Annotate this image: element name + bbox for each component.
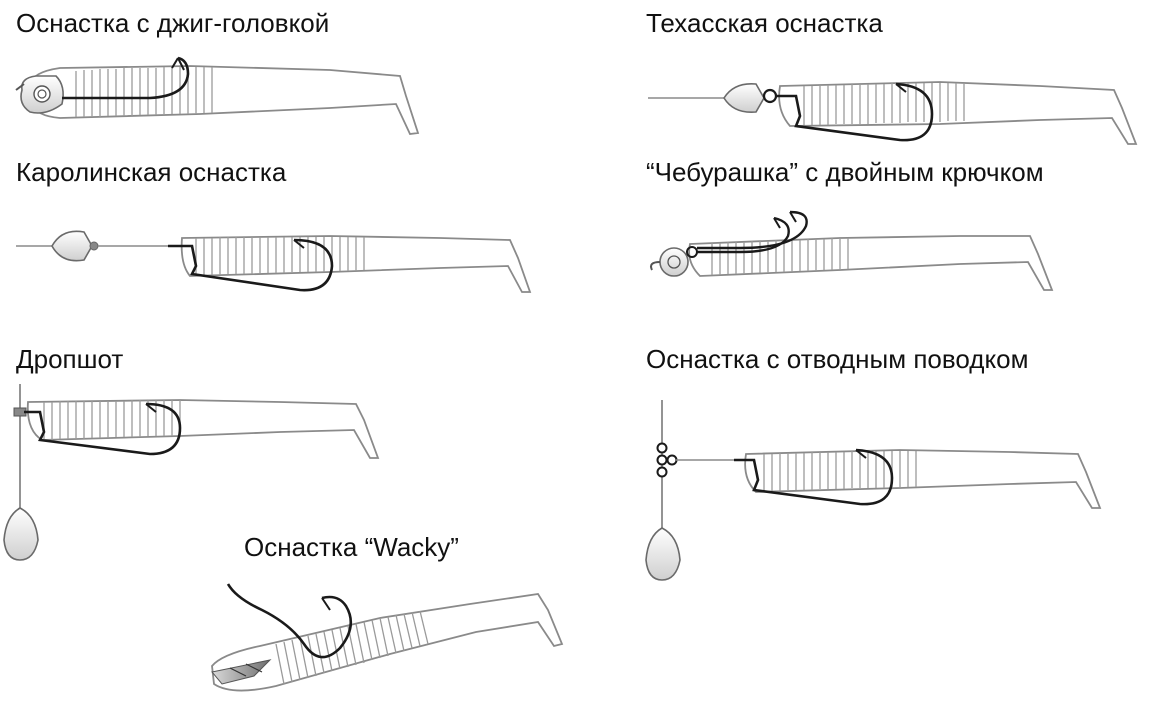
- cheburashka-rig-illustration: [650, 210, 1054, 291]
- texas-eye: [762, 88, 778, 104]
- leader-weight: [645, 527, 681, 581]
- wacky-rig-illustration: [211, 583, 564, 692]
- texas-bullet-weight: [723, 82, 765, 114]
- title-cheburashka-rig: “Чебурашка” с двойным крючком: [646, 157, 1044, 187]
- carolina-rig-illustration: [16, 230, 532, 293]
- title-dropshot-rig: Дропшот: [16, 344, 124, 374]
- texas-rig-illustration: [648, 81, 1138, 145]
- title-jig-rig: Оснастка с джиг-головкой: [16, 8, 330, 38]
- leader-hook: [734, 448, 894, 506]
- cheburashka-worm-body: [688, 235, 1054, 291]
- dropshot-rig-illustration: [3, 384, 380, 561]
- dropshot-worm-body: [26, 399, 380, 459]
- leader-rig-illustration: [645, 400, 1102, 581]
- title-leader-rig: Оснастка с отводным поводком: [646, 344, 1029, 374]
- jig-worm-body: [29, 65, 420, 135]
- cheburashka-sinker: [659, 247, 689, 277]
- wacky-hook: [226, 583, 353, 659]
- leader-swivel: [656, 442, 678, 478]
- carolina-bead: [89, 241, 99, 251]
- texas-worm-body: [778, 81, 1138, 145]
- jig-rig-illustration: [15, 56, 420, 135]
- dropshot-hook: [24, 402, 182, 456]
- wacky-insert-spike: [211, 659, 272, 685]
- carolina-bullet-weight: [51, 230, 93, 262]
- title-wacky-rig: Оснастка “Wacky”: [244, 532, 459, 562]
- jig-head-eye: [33, 85, 51, 103]
- jig-hook: [62, 56, 190, 100]
- cheburashka-double-hook: [697, 216, 790, 254]
- leader-worm-body: [744, 449, 1102, 509]
- carolina-hook: [168, 238, 334, 292]
- title-carolina-rig: Каролинская оснастка: [16, 157, 287, 187]
- dropshot-weight: [3, 507, 39, 561]
- wacky-worm-body: [211, 593, 564, 692]
- jig-worm-rings: [75, 67, 213, 117]
- title-texas-rig: Техасская оснастка: [646, 8, 883, 38]
- texas-hook: [776, 82, 934, 142]
